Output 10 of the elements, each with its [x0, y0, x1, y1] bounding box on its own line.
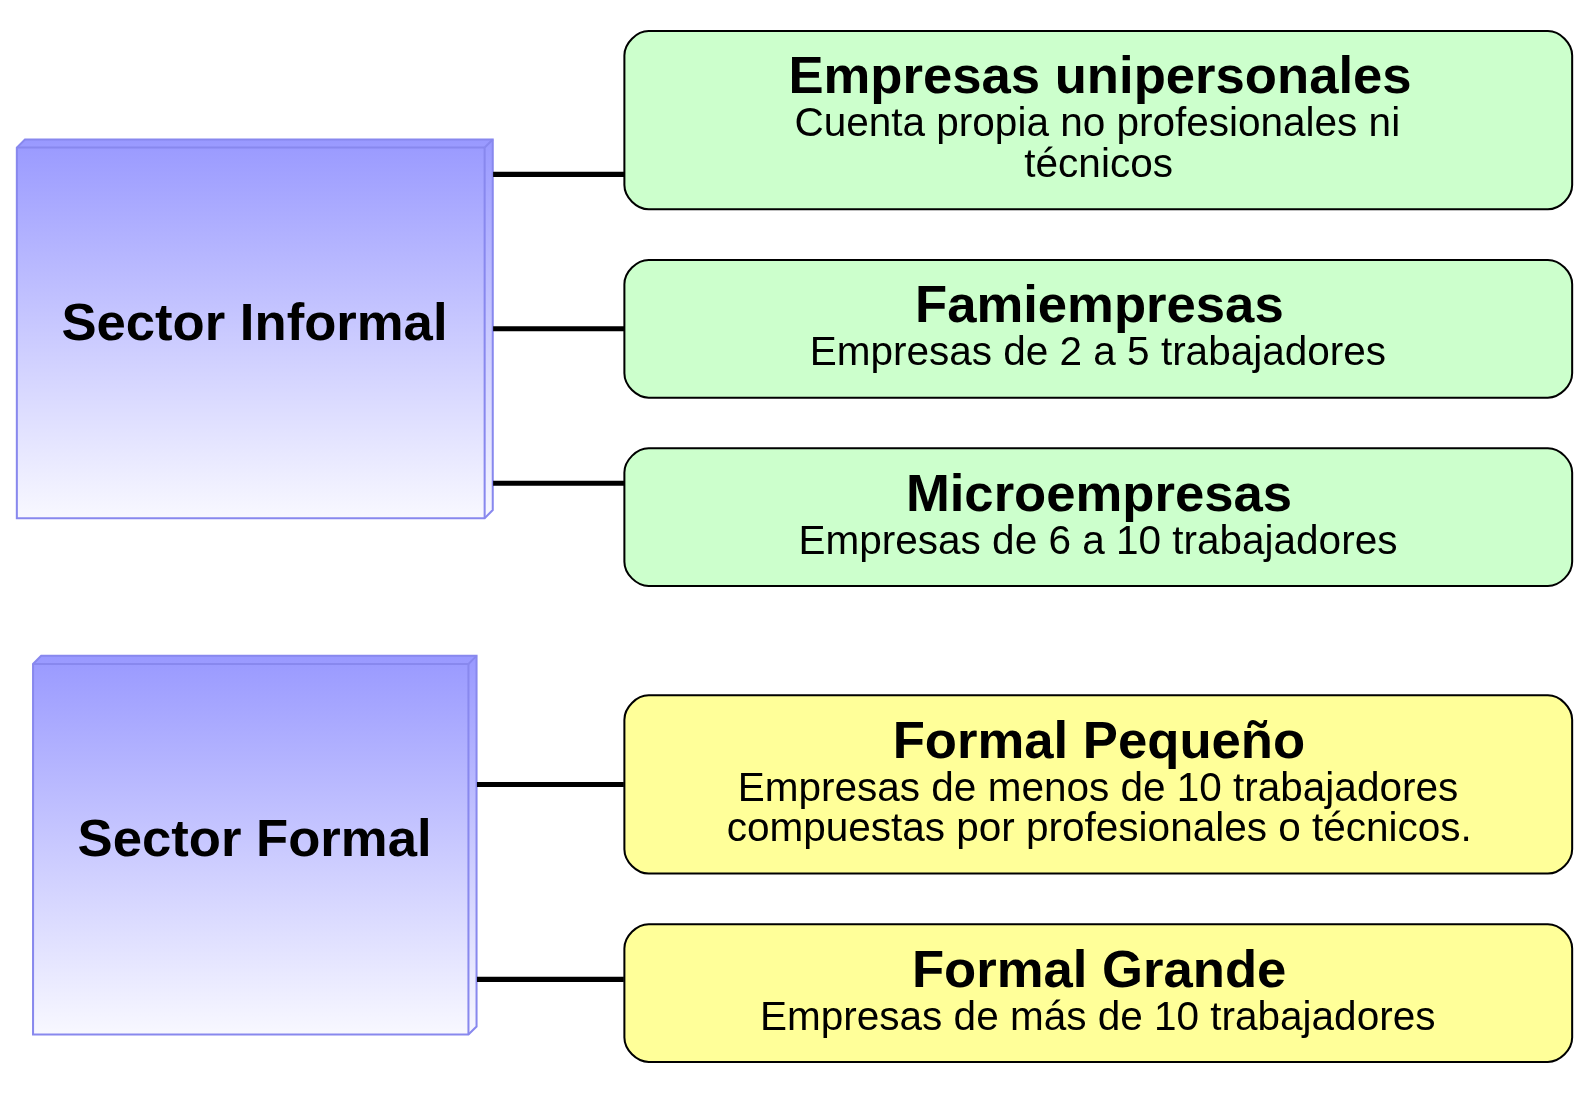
- node-box: Formal Pequeño Empresas de menos de 10 trabajadores compuestas por profesionales o técnicos.: [623, 694, 1574, 875]
- node-box: Famiempresas Empresas de 2 a 5 trabajadores: [623, 258, 1574, 399]
- node-box: Formal Grande Empresas de más de 10 trabajadores: [623, 923, 1574, 1063]
- connector: [476, 976, 624, 982]
- node-box: Empresas unipersonales Cuenta propia no profesionales ni técnicos: [623, 30, 1574, 211]
- connector: [476, 781, 624, 787]
- connector: [493, 480, 624, 486]
- connector: [493, 326, 624, 332]
- connector: [493, 171, 624, 177]
- node-box: Microempresas Empresas de 6 a 10 trabajadores: [623, 447, 1574, 587]
